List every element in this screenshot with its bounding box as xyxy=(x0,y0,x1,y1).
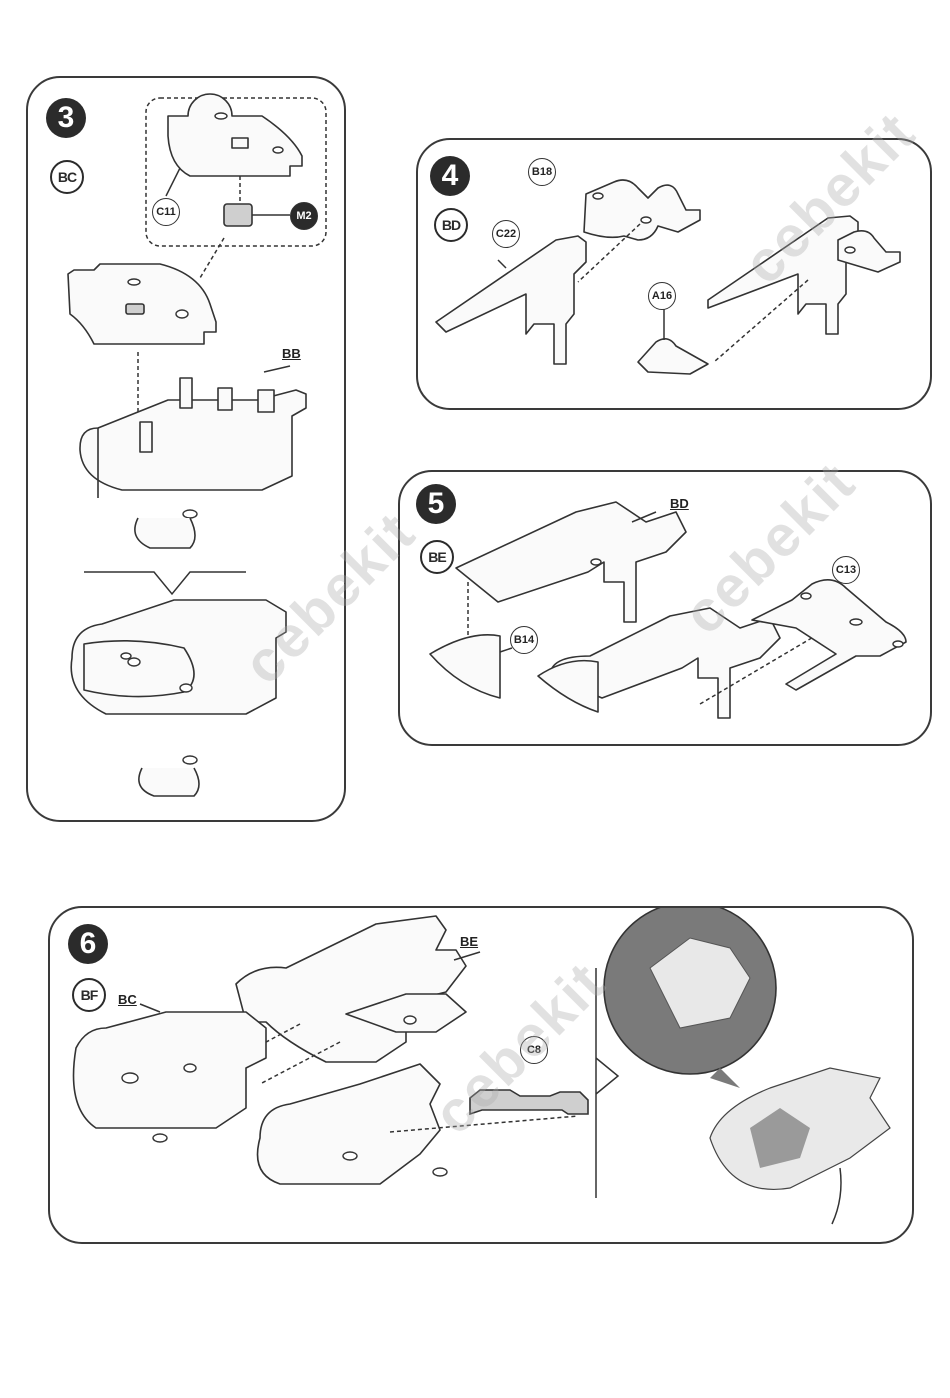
part-b14-label: B14 xyxy=(510,626,538,654)
part-b18-label: B18 xyxy=(528,158,556,186)
part-a16-label: A16 xyxy=(648,282,676,310)
part-m2-label: M2 xyxy=(290,202,318,230)
part-c13-label: C13 xyxy=(832,556,860,584)
assembly-bc-label: BC xyxy=(118,992,137,1007)
assembly-bb-label: BB xyxy=(282,346,301,361)
assembly-bd-label: BD xyxy=(670,496,689,511)
step-3-diagram xyxy=(28,78,344,820)
part-c11-label: C11 xyxy=(152,198,180,226)
assembly-be-label: BE xyxy=(460,934,478,949)
step-3-panel: 3 BC xyxy=(26,76,346,822)
part-c22-label: C22 xyxy=(492,220,520,248)
